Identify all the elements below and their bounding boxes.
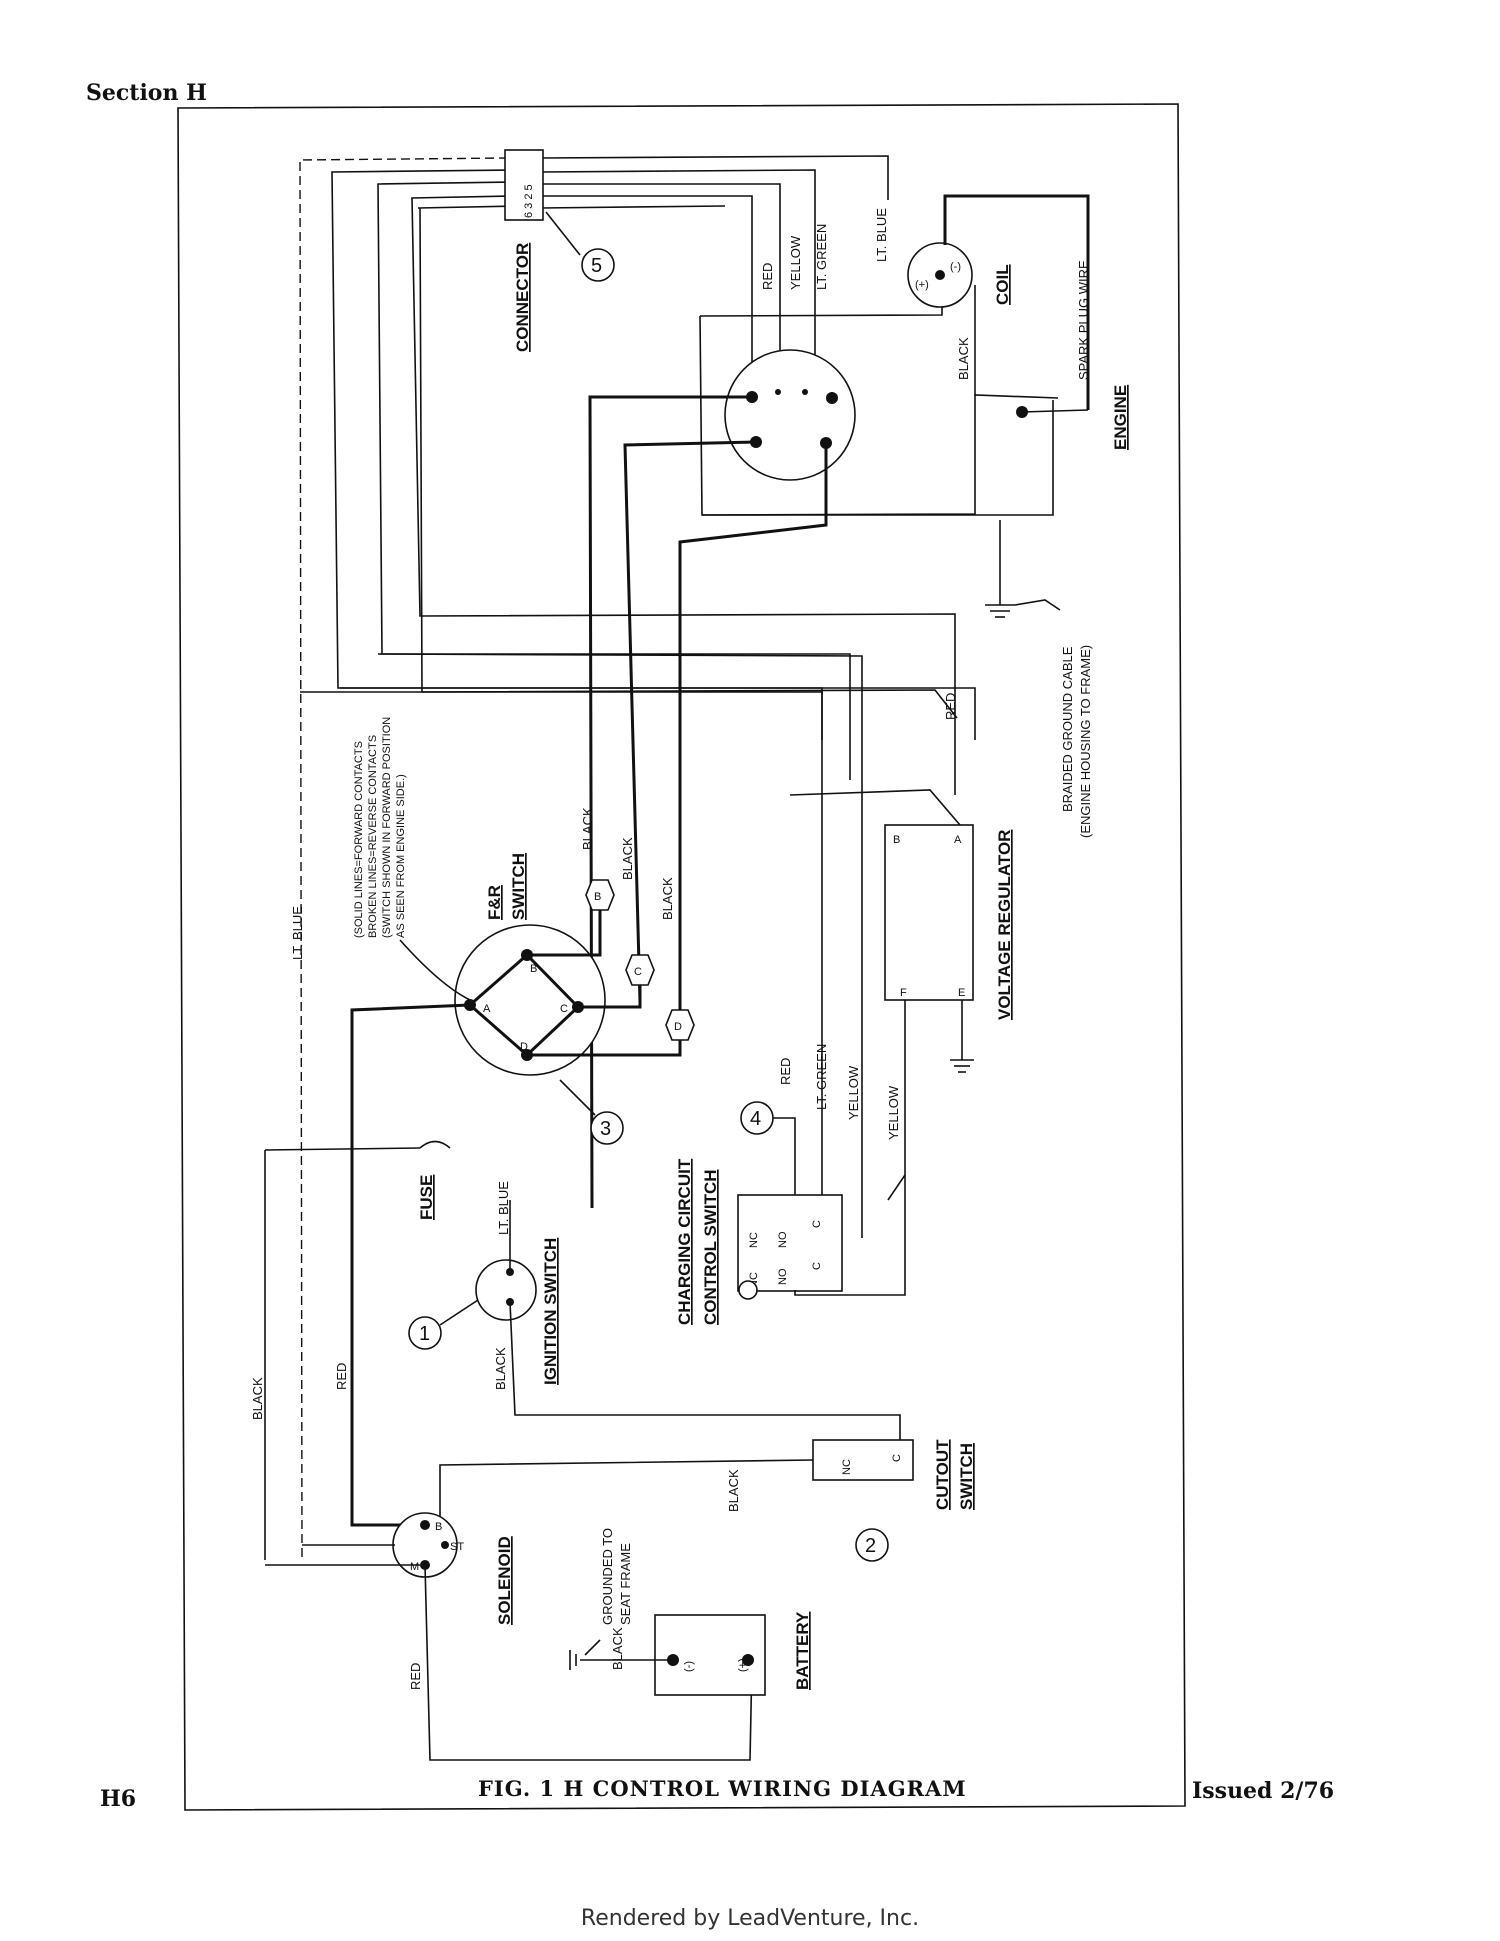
svg-text:F: F <box>900 987 907 999</box>
svg-text:BLACK: BLACK <box>956 337 971 380</box>
connector-pins: 6 3 2 5 <box>523 184 535 218</box>
section-header: Section H <box>86 80 207 106</box>
svg-text:C: C <box>811 1262 823 1270</box>
svg-text:ST: ST <box>450 1541 464 1553</box>
svg-text:RED: RED <box>760 263 775 290</box>
charging-switch-label-1: CHARGING CIRCUIT <box>675 1158 694 1325</box>
connector-block <box>504 149 544 221</box>
svg-text:RED: RED <box>778 1058 793 1085</box>
svg-text:(SOLID LINES=FORWARD CONTACTS: (SOLID LINES=FORWARD CONTACTS <box>353 741 365 938</box>
coil-label: COIL <box>993 264 1012 305</box>
svg-text:GROUNDED TO: GROUNDED TO <box>600 1528 615 1625</box>
ignition-switch-label: IGNITION SWITCH <box>541 1238 560 1385</box>
svg-text:(SWITCH SHOWN IN FORWARD POSIT: (SWITCH SHOWN IN FORWARD POSITION <box>381 717 393 938</box>
svg-text:(-): (-) <box>683 1661 695 1672</box>
page-number: H6 <box>100 1786 137 1812</box>
svg-text:(ENGINE HOUSING TO FRAME): (ENGINE HOUSING TO FRAME) <box>1078 645 1093 838</box>
callout-2 <box>855 1528 889 1562</box>
ignition-switch <box>475 1259 537 1321</box>
svg-text:NO: NO <box>777 1268 789 1285</box>
callout-5 <box>581 248 615 282</box>
svg-text:A: A <box>483 1003 491 1015</box>
svg-text:C: C <box>634 966 642 978</box>
fuse-label: FUSE <box>417 1175 436 1220</box>
svg-text:3: 3 <box>600 1118 611 1140</box>
charging-control-switch <box>737 1194 843 1292</box>
svg-text:D: D <box>520 1041 528 1053</box>
svg-text:C: C <box>811 1220 823 1228</box>
figure-caption: FIG. 1 H CONTROL WIRING DIAGRAM <box>478 1776 967 1801</box>
top-harness <box>299 155 976 1561</box>
svg-text:LT. BLUE: LT. BLUE <box>874 208 889 262</box>
cutout-switch-label-1: CUTOUT <box>933 1439 952 1510</box>
engine-plug <box>724 349 856 481</box>
engine-ground <box>985 599 1061 618</box>
svg-text:2: 2 <box>865 1535 876 1557</box>
svg-text:BLACK: BLACK <box>493 1347 508 1390</box>
voltage-regulator <box>884 824 974 1001</box>
svg-text:M: M <box>410 1561 419 1573</box>
svg-text:LT. GREEN: LT. GREEN <box>814 224 829 290</box>
svg-text:BRAIDED GROUND CABLE: BRAIDED GROUND CABLE <box>1060 646 1075 812</box>
svg-text:LT. BLUE: LT. BLUE <box>290 906 305 960</box>
charging-switch-label-2: CONTROL SWITCH <box>701 1169 720 1325</box>
cutout-switch-label-2: SWITCH <box>957 1443 976 1510</box>
fr-switch-label-2: SWITCH <box>509 853 528 920</box>
svg-text:BLACK: BLACK <box>660 877 675 920</box>
diagram-frame <box>177 103 1186 1811</box>
f-r-switch <box>454 924 606 1076</box>
solenoid-label: SOLENOID <box>495 1536 514 1625</box>
fr-switch-label-1: F&R <box>485 885 504 920</box>
svg-text:D: D <box>674 1021 682 1033</box>
svg-text:B: B <box>435 1521 442 1533</box>
svg-text:C: C <box>560 1003 568 1015</box>
svg-text:C: C <box>891 1454 903 1462</box>
svg-text:B: B <box>893 834 900 846</box>
svg-text:RED: RED <box>408 1663 423 1690</box>
svg-text:(+): (+) <box>737 1658 749 1672</box>
svg-text:4: 4 <box>750 1108 761 1130</box>
svg-text:LT. GREEN: LT. GREEN <box>814 1044 829 1110</box>
svg-text:A: A <box>954 834 962 846</box>
svg-text:YELLOW: YELLOW <box>788 235 803 290</box>
svg-text:BROKEN LINES=REVERSE CONTACTS: BROKEN LINES=REVERSE CONTACTS <box>367 735 379 938</box>
svg-text:AS SEEN FROM ENGINE SIDE.): AS SEEN FROM ENGINE SIDE.) <box>395 774 407 938</box>
svg-text:NO: NO <box>777 1231 789 1248</box>
svg-text:B: B <box>594 891 601 903</box>
svg-text:RED: RED <box>334 1363 349 1390</box>
svg-text:NC: NC <box>748 1232 760 1248</box>
svg-text:BLACK: BLACK <box>620 837 635 880</box>
svg-text:NC: NC <box>841 1459 853 1475</box>
svg-text:LT. BLUE: LT. BLUE <box>496 1181 511 1235</box>
svg-text:SEAT FRAME: SEAT FRAME <box>618 1543 633 1625</box>
callout-1 <box>408 1316 442 1350</box>
battery-label: BATTERY <box>793 1611 812 1690</box>
render-credit: Rendered by LeadVenture, Inc. <box>580 1906 920 1931</box>
connector-label: CONNECTOR <box>513 243 532 352</box>
svg-text:RED: RED <box>943 693 958 720</box>
issue-date: Issued 2/76 <box>1192 1778 1335 1804</box>
svg-text:(+): (+) <box>915 279 929 291</box>
svg-text:BLACK: BLACK <box>726 1469 741 1512</box>
svg-text:5: 5 <box>591 255 602 277</box>
engine-label: ENGINE <box>1111 385 1130 450</box>
svg-text:BLACK: BLACK <box>250 1377 265 1420</box>
svg-text:YELLOW: YELLOW <box>846 1065 861 1120</box>
svg-text:E: E <box>958 987 965 999</box>
svg-text:BLACK: BLACK <box>610 1627 625 1670</box>
regulator-label: VOLTAGE REGULATOR <box>995 830 1014 1020</box>
svg-text:YELLOW: YELLOW <box>886 1085 901 1140</box>
svg-text:1: 1 <box>419 1323 430 1345</box>
svg-text:SPARK PLUG WIRE: SPARK PLUG WIRE <box>1076 260 1091 380</box>
callout-3 <box>590 1111 624 1145</box>
svg-text:(-): (-) <box>950 261 961 273</box>
svg-text:BLACK: BLACK <box>580 807 595 850</box>
svg-text:B: B <box>530 963 537 975</box>
